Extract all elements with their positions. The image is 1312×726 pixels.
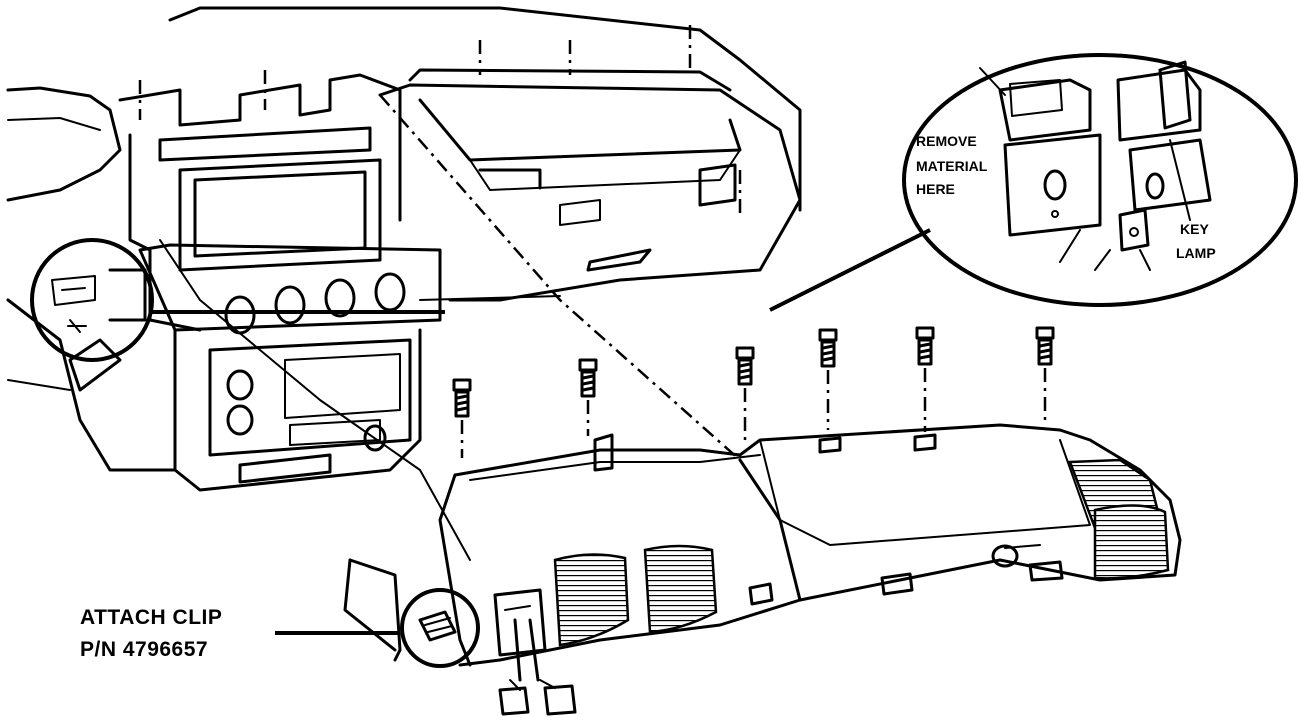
lower-trim-panel xyxy=(343,423,1182,667)
attach-clip-label: ATTACH CLIP P/N 4796657 xyxy=(80,606,222,661)
screws xyxy=(452,326,1055,458)
svg-text:ATTACH CLIP: ATTACH CLIP xyxy=(80,606,222,629)
screw-3 xyxy=(735,346,755,446)
svg-text:REMOVE: REMOVE xyxy=(916,133,977,149)
wiring-connectors xyxy=(498,618,577,716)
key-lamp-label: KEY LAMP xyxy=(1176,221,1216,261)
screw-6 xyxy=(1035,326,1055,424)
svg-text:MATERIAL: MATERIAL xyxy=(916,158,988,174)
key-lamp-detail-circle xyxy=(902,53,1298,307)
svg-text:HERE: HERE xyxy=(916,181,955,197)
dashboard-assembly xyxy=(6,6,802,492)
svg-text:P/N 4796657: P/N 4796657 xyxy=(80,638,208,661)
alignment-line-1 xyxy=(379,94,741,461)
svg-text:LAMP: LAMP xyxy=(1176,245,1216,261)
leader-key-lamp xyxy=(769,228,931,312)
left-detail-circle xyxy=(30,238,154,362)
attach-clip-detail-circle xyxy=(400,588,480,668)
wire-harness-line xyxy=(159,239,471,561)
screw-2 xyxy=(578,358,598,436)
svg-text:KEY: KEY xyxy=(1180,221,1209,237)
remove-material-label: REMOVE MATERIAL HERE xyxy=(916,133,988,197)
screw-1 xyxy=(452,378,472,458)
screw-4 xyxy=(818,328,838,430)
screw-5 xyxy=(915,326,935,432)
